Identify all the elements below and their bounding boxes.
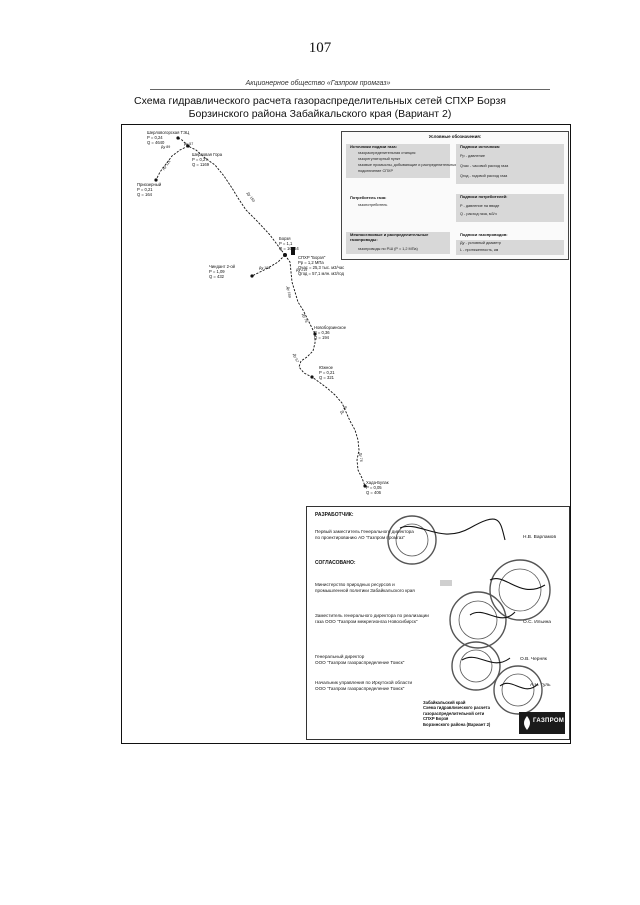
agreed-head: СОГЛАСОВАНО: — [315, 560, 356, 566]
legend-sig-cons-head: Подписи потребителей: — [460, 194, 508, 199]
stamp-novosibirsk — [449, 591, 507, 649]
stamp-developer-inner — [395, 523, 429, 557]
org-rule — [150, 89, 550, 90]
map-frame — [121, 124, 571, 744]
signature-ministry — [489, 578, 546, 591]
stamp-smudge — [440, 580, 452, 586]
legend-shade-pipes — [346, 232, 450, 254]
legend-sig-pipe-item: L - протяженность, км — [460, 248, 499, 252]
node-sherlovaya: Шерловая Гора P = 0,27 Q = 1169 — [192, 152, 223, 168]
legend-shade-sig-cons — [456, 194, 564, 222]
node-chindant-marker — [250, 274, 254, 278]
segment-label: Ду 219 — [296, 268, 308, 272]
pipe-borzya-sherlovaya — [187, 145, 286, 256]
legend-source-item: газорегуляторный пункт — [358, 157, 401, 161]
legend-sig-cons-item: Q - расход газа, м3/ч — [460, 212, 497, 216]
node-chindant: Чиндант 2-ой P = 1,09 Q = 432 — [209, 264, 236, 280]
legend-sig-pipe-head: Подписи газопроводов: — [460, 232, 508, 237]
title-block: Забайкальский край Схема гидравлического… — [423, 700, 491, 727]
title-line-2: Борзинского района Забайкальского края (… — [188, 108, 452, 120]
node-yuzhnoe: Южное P = 0,21 Q = 321 — [319, 365, 335, 381]
document-title: Схема гидравлического расчета газораспре… — [120, 95, 520, 121]
stamp-tomsk-inner — [459, 649, 493, 683]
legend-pipes-head: Межпоселковые и распределительные газопр… — [350, 232, 429, 242]
legend-source-item: подключение СПХР — [358, 169, 393, 173]
segment-label: Ду 57 — [184, 142, 194, 146]
segment-label: Ду 89 — [161, 145, 171, 149]
node-priozerny-marker — [154, 178, 158, 182]
node-borzya: Борзя P = 1,1 Q = 16084 — [279, 236, 299, 252]
station-label: СПХР "Борзя" Рр = 1,2 МПа Qчас = 25,3 ты… — [298, 255, 345, 276]
org-header: Акционерное общество «Газпром промгаз» — [245, 80, 391, 87]
ministry-position: Министерство природных ресурсов и промыш… — [315, 582, 415, 593]
node-tec: Шерловогорская ТЭЦ P = 0,24 Q = 4640 — [147, 130, 190, 146]
stamp-ministry — [489, 559, 551, 621]
director-name: О.В. Черняк — [520, 657, 547, 662]
legend-box: Условные обозначения: Источники подачи г… — [341, 131, 569, 260]
developer-position: Первый заместитель Генерального директор… — [315, 529, 414, 540]
spkhr-station-marker — [291, 247, 295, 255]
legend-consumer-item: газопотребитель — [358, 203, 388, 207]
pipe-sherlovaya-priozerny — [155, 145, 189, 181]
node-tec-marker — [176, 136, 180, 140]
chief-name: А.Н. Гуль — [530, 683, 551, 688]
legend-sig-src-head: Подписи источника: — [460, 144, 501, 149]
signature-deputy — [469, 611, 516, 619]
node-novoborzinskoe-marker — [313, 332, 317, 336]
node-sherlovaya-marker — [186, 144, 190, 148]
legend-sig-src-item: Qгод - годовой расход газа — [460, 174, 508, 178]
legend-consumers-head: Потребитель газа: — [350, 195, 387, 200]
legend-shade-sources — [346, 144, 450, 178]
signature-director — [461, 656, 511, 664]
legend-sig-cons-item: P - давление на вводе — [460, 204, 500, 208]
approval-block — [306, 506, 570, 740]
node-hada-bulak-marker — [363, 484, 367, 488]
node-yuzhnoe-marker — [310, 375, 314, 379]
pipe-borzya-chindant — [251, 254, 286, 277]
legend-sig-pipe-item: Ду - условный диаметр — [460, 241, 501, 245]
deputy-position: Заместитель генерального директора по ре… — [315, 613, 429, 624]
gazprom-logo: ГАЗПРОМ — [519, 712, 565, 734]
legend-sources-head: Источники подачи газа: — [350, 144, 397, 149]
signature-developer — [399, 518, 506, 541]
segment-label: Ду 108 — [259, 266, 271, 270]
node-hada-bulak: Хада-Булак P = 0,05 Q = 406 — [366, 480, 389, 496]
stamp-tomsk — [451, 641, 501, 691]
node-novoborzinskoe: Новоборзинское P = 0,36 Q = 194 — [314, 325, 347, 341]
chief-position: Начальник управления по Иркутской област… — [315, 680, 413, 691]
stamp-developer — [387, 515, 437, 565]
deputy-name: О.С. Ильина — [523, 620, 551, 625]
legend-sig-src-item: Рр - давление — [460, 154, 485, 158]
legend-shade-sig-pipe — [456, 240, 564, 255]
logo-wordmark: ГАЗПРОМ — [533, 718, 565, 724]
title-line-1: Схема гидравлического расчета газораспре… — [134, 95, 506, 107]
node-borzya-marker — [283, 253, 287, 257]
legend-pipe-item: газопроводы по Р.Ш (Р = 1,2 МПа) — [358, 247, 418, 251]
stamp-novosibirsk-inner — [458, 600, 498, 640]
legend-sig-src-item: Qчас - часовой расход газа — [460, 164, 509, 168]
developer-name: Н.В. Варламов — [523, 535, 557, 540]
stamp-irkutsk-inner — [501, 673, 535, 707]
stamp-irkutsk — [493, 665, 543, 715]
flame-icon — [524, 716, 530, 730]
page-number: 107 — [308, 40, 332, 56]
legend-title: Условные обозначения: — [428, 134, 482, 139]
director-position: Генеральный директор ООО "Газпром газора… — [315, 654, 405, 665]
developer-head: РАЗРАБОТЧИК: — [315, 512, 354, 518]
legend-shade-sig-src — [456, 144, 564, 184]
stamp-ministry-inner — [498, 568, 542, 612]
signature-chief — [499, 682, 539, 690]
legend-source-item: газовые промыслы, добывающие и распредел… — [358, 163, 458, 167]
pipe-borzya-south — [284, 254, 366, 487]
node-priozerny: Приозерный P = 0,21 Q = 164 — [137, 182, 162, 198]
legend-source-item: газораспределительная станция — [358, 151, 416, 155]
